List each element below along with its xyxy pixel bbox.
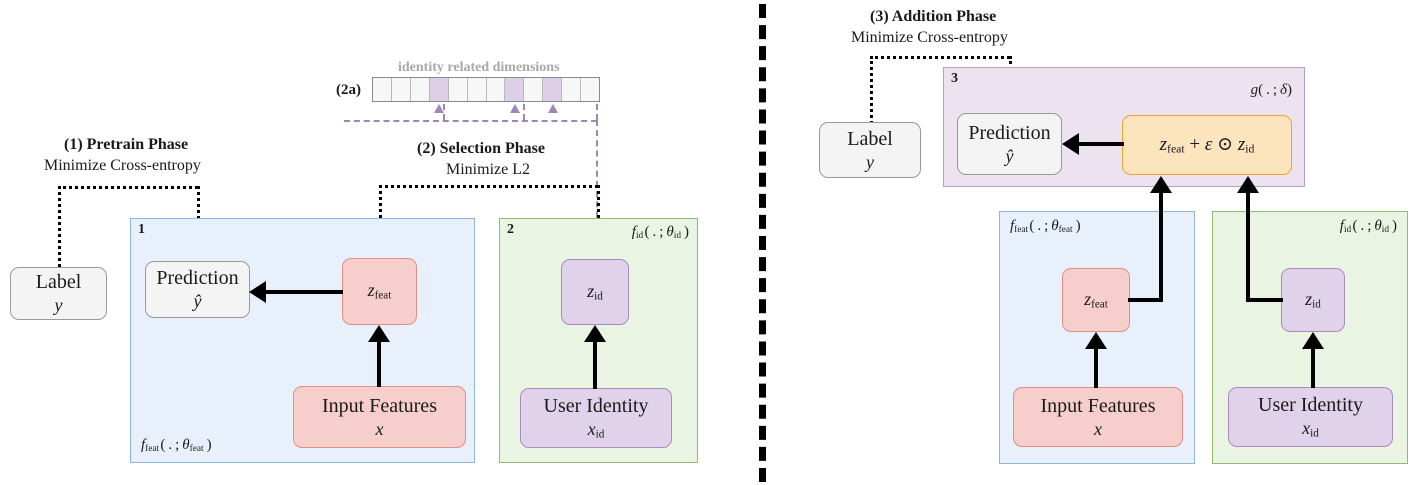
dimension-marker-arrow xyxy=(547,104,558,113)
section-divider xyxy=(759,4,766,482)
arrow-addition-to-prediction-line xyxy=(1078,142,1124,146)
step-2a-tag: (2a) xyxy=(336,82,361,98)
panel-1-number: 1 xyxy=(138,222,145,237)
addition-formula-label: zfeat + ε ⊙ zid xyxy=(1159,133,1255,156)
addition-phase-subtitle: Minimize Cross-entropy xyxy=(851,29,1008,46)
label-box-left[interactable]: Label y xyxy=(10,267,107,320)
arrow-zfeat-to-prediction-line xyxy=(265,290,343,294)
prediction-box-right-title: Prediction xyxy=(968,121,1051,144)
zfeat-box-left[interactable]: zfeat xyxy=(342,258,417,325)
user-identity-symbol: xid xyxy=(587,418,605,441)
arrow-identity-to-zid-right-line xyxy=(1311,348,1315,388)
identity-dimensions-caption: identity related dimensions xyxy=(398,60,560,75)
arrow-input-to-zfeat-right-line xyxy=(1094,348,1098,388)
arrow-identity-to-zid-right-head xyxy=(1302,332,1324,349)
dimension-cell[interactable] xyxy=(468,78,487,101)
elbow-zid-to-addition-head xyxy=(1237,176,1259,193)
dimension-cell[interactable] xyxy=(429,78,449,101)
dimension-cell[interactable] xyxy=(581,78,599,101)
dimension-cell[interactable] xyxy=(392,78,411,101)
dimension-marker-arrow xyxy=(433,104,444,113)
input-features-box-left[interactable]: Input Features x xyxy=(293,386,466,448)
prediction-box-left[interactable]: Prediction ŷ xyxy=(145,261,250,318)
label-box-symbol: y xyxy=(54,295,63,316)
selection-dashed-connector-horizontal xyxy=(344,120,597,122)
label-box-right-title: Label xyxy=(847,127,893,150)
zfeat-box-label: zfeat xyxy=(367,280,392,302)
panel-feat-right-function-label: ffeat ( . ; θfeat ) xyxy=(1010,218,1081,236)
zid-box-label: zid xyxy=(587,280,603,303)
label-box-right[interactable]: Label y xyxy=(819,122,921,178)
pretrain-phase-title: (1) Pretrain Phase xyxy=(64,136,189,153)
selection-dashed-stub-a xyxy=(443,104,445,120)
zid-box-left[interactable]: zid xyxy=(561,259,629,325)
pretrain-phase-subtitle: Minimize Cross-entropy xyxy=(44,157,201,174)
pretrain-dotted-connector-horizontal xyxy=(58,186,198,189)
label-box-title: Label xyxy=(35,271,82,294)
elbow-zfeat-to-addition-vertical xyxy=(1159,192,1163,300)
addition-dotted-connector-left xyxy=(870,56,873,129)
input-features-box-right[interactable]: Input Features x xyxy=(1013,387,1183,447)
dimension-cell[interactable] xyxy=(562,78,582,101)
addition-phase-title: (3) Addition Phase xyxy=(870,8,997,25)
prediction-box-right[interactable]: Prediction ŷ xyxy=(957,113,1062,175)
panel-2-number: 2 xyxy=(507,222,514,237)
panel-3-number: 3 xyxy=(951,71,958,86)
prediction-box-title: Prediction xyxy=(156,267,239,290)
arrow-addition-to-prediction-head xyxy=(1062,133,1079,155)
arrow-identity-to-zid-line xyxy=(593,341,597,389)
dimension-cell[interactable] xyxy=(411,78,430,101)
user-identity-right-symbol: xid xyxy=(1302,417,1319,440)
zfeat-box-right[interactable]: zfeat xyxy=(1062,268,1130,332)
dimension-cell[interactable] xyxy=(524,78,544,101)
elbow-zfeat-to-addition-head xyxy=(1150,176,1172,193)
dimension-marker-arrow xyxy=(509,104,520,113)
addition-formula-box[interactable]: zfeat + ε ⊙ zid xyxy=(1122,115,1292,175)
prediction-box-right-symbol: ŷ xyxy=(1005,145,1014,166)
zid-box-right-label: zid xyxy=(1305,288,1321,311)
arrow-input-to-zfeat-line xyxy=(377,341,381,387)
zid-box-right[interactable]: zid xyxy=(1281,268,1345,332)
user-identity-box-right[interactable]: User Identity xid xyxy=(1228,387,1393,447)
arrow-identity-to-zid-head xyxy=(584,325,606,342)
panel-1-function-label: ffeat ( . ; θfeat ) xyxy=(141,436,212,454)
elbow-zid-to-addition-horizontal xyxy=(1246,298,1283,302)
elbow-zfeat-to-addition-horizontal xyxy=(1128,298,1163,302)
panel-3-function-label: g( . ; δ) xyxy=(1250,82,1292,98)
selection-phase-subtitle: Minimize L2 xyxy=(446,161,530,178)
arrow-input-to-zfeat-head xyxy=(368,325,390,342)
selection-dotted-connector-horizontal xyxy=(379,185,598,188)
dimension-cell[interactable] xyxy=(543,78,563,101)
input-features-right-symbol: x xyxy=(1094,418,1102,439)
identity-dimension-bar[interactable] xyxy=(372,77,600,102)
addition-dotted-connector-horizontal xyxy=(870,56,1010,59)
input-features-symbol: x xyxy=(375,418,384,439)
dimension-cell[interactable] xyxy=(487,78,506,101)
user-identity-title: User Identity xyxy=(543,394,649,417)
elbow-zid-to-addition-vertical xyxy=(1246,192,1250,300)
user-identity-box-left[interactable]: User Identity xid xyxy=(520,388,672,448)
panel-2-function-label: fid ( . ; θid ) xyxy=(631,224,689,242)
selection-dashed-stub-b xyxy=(523,104,525,120)
selection-phase-title: (2) Selection Phase xyxy=(417,140,545,157)
dimension-cell[interactable] xyxy=(449,78,468,101)
input-features-title: Input Features xyxy=(322,394,437,417)
arrow-zfeat-to-prediction-head xyxy=(249,281,266,303)
prediction-box-symbol: ŷ xyxy=(193,291,202,312)
user-identity-right-title: User Identity xyxy=(1258,393,1363,416)
dimension-cell[interactable] xyxy=(505,78,525,101)
selection-dashed-stub-c xyxy=(596,104,598,120)
dimension-cell[interactable] xyxy=(373,78,392,101)
panel-id-right-function-label: fid ( . ; θid ) xyxy=(1339,218,1397,236)
zfeat-box-right-label: zfeat xyxy=(1084,288,1108,311)
input-features-right-title: Input Features xyxy=(1040,394,1156,417)
label-box-right-symbol: y xyxy=(866,151,874,172)
arrow-input-to-zfeat-right-head xyxy=(1085,332,1107,349)
pretrain-dotted-connector-left xyxy=(58,186,61,267)
